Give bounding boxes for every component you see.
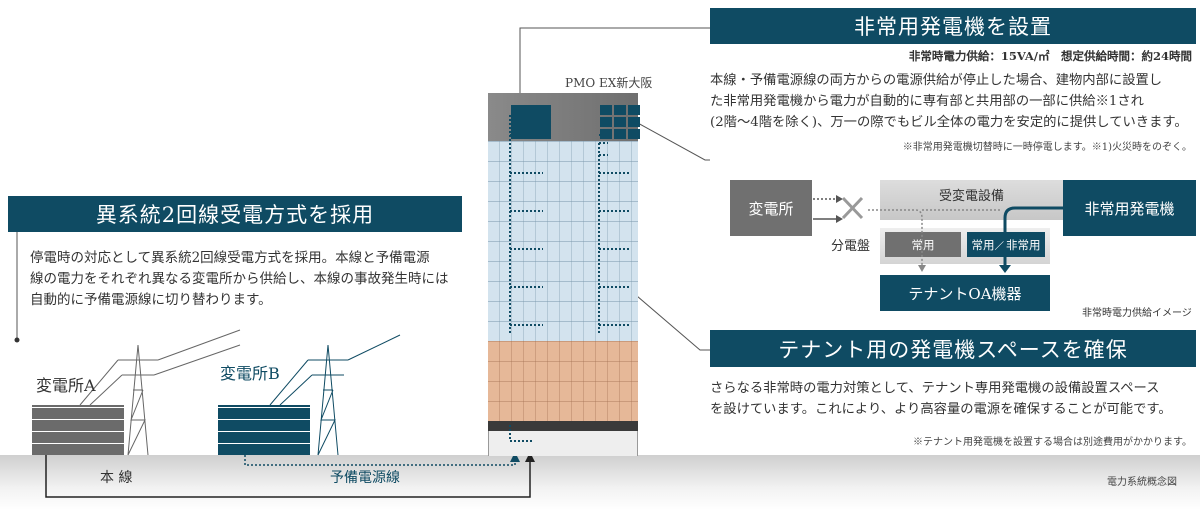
figure-caption: 電力系統概念図 xyxy=(1107,477,1177,488)
substation-a xyxy=(32,405,124,455)
building-glass-floors xyxy=(488,141,638,341)
diagram-normal: 常用 xyxy=(885,232,961,257)
section-note-emergency: ※非常用発電機切替時に一時停電します。※1)火災時をのぞく。 xyxy=(902,142,1192,153)
diagram-caption: 非常時電力供給イメージ xyxy=(1082,308,1192,319)
diagram-panel-label: 分電盤 xyxy=(831,239,871,254)
backup-line-label: 予備電源線 xyxy=(330,470,400,486)
building-lobby xyxy=(488,431,638,456)
ground xyxy=(0,455,1200,510)
power-distribution-lines xyxy=(509,115,631,442)
section-body-emergency-generator: 本線・予備電源線の両方からの電源供給が停止した場合、建物内部に設置した非常用発電… xyxy=(710,73,1188,130)
section-note-tenant: ※テナント用発電機を設置する場合は別途費用がかかります。 xyxy=(913,437,1192,448)
diagram-substation: 変電所 xyxy=(730,180,812,236)
diagram-normal-emergency: 常用／非常用 xyxy=(967,232,1045,257)
diagram-receiving-equipment: 受変電設備 xyxy=(880,180,1063,220)
section-title-dual-line: 異系統2回線受電方式を採用 xyxy=(8,196,462,232)
building-lower-floors xyxy=(488,341,638,421)
substation-b-label: 変電所B xyxy=(220,364,280,383)
spec-text: 非常時電力供給：15VA/㎡ 想定供給時間：約24時間 xyxy=(908,49,1192,63)
substation-a-label: 変電所A xyxy=(36,376,96,395)
section-title-emergency-generator: 非常用発電機を設置 xyxy=(710,8,1196,44)
section-title-tenant-generator: テナント用の発電機スペースを確保 xyxy=(710,330,1196,367)
building-name: PMO EX新大阪 xyxy=(565,76,653,90)
diagram-emergency-generator: 非常用発電機 xyxy=(1063,180,1196,236)
main-line-label: 本 線 xyxy=(100,470,133,486)
section-body-dual-line: 停電時の対応として異系統2回線受電方式を採用。本線と予備電源線の電力をそれぞれ異… xyxy=(30,250,449,308)
diagram-tenant-oa: テナントOA機器 xyxy=(880,275,1050,311)
tenant-generator-space xyxy=(600,105,640,139)
building-band xyxy=(488,421,638,431)
section-body-tenant-generator: さらなる非常時の電力対策として、テナント専用発電機の設備設置スペースを設けていま… xyxy=(710,381,1172,417)
substation-b xyxy=(218,405,310,455)
emergency-generator-block xyxy=(511,105,551,139)
